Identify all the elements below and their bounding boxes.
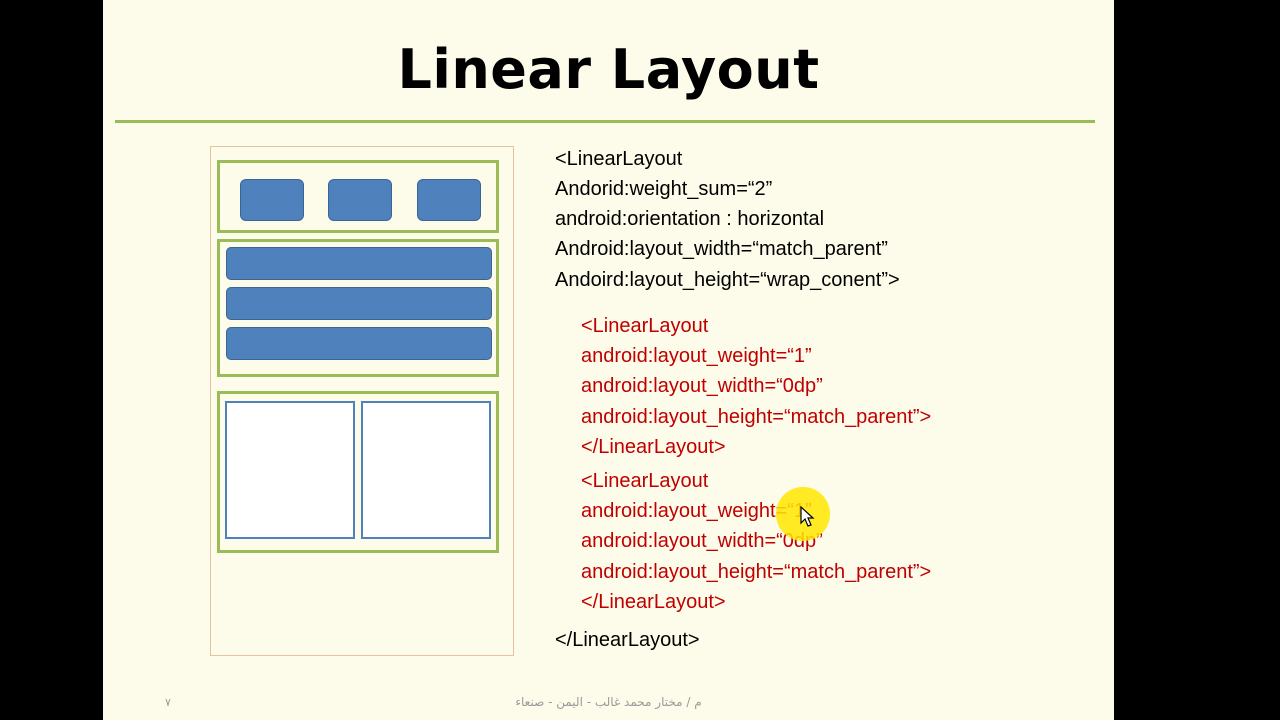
page-number: ٧ [165, 696, 171, 709]
row-vertical-bars [217, 239, 499, 377]
diagram-cell-right [361, 401, 491, 539]
slide-footer: م / مختار محمد غالب - اليمن - صنعاء [515, 695, 702, 709]
slide: Linear Layout <LinearLayout Andorid:weig… [103, 0, 1114, 720]
diagram-bar-3 [226, 327, 492, 360]
code-line: Android:layout_width=“match_parent” [555, 238, 888, 260]
code-line-nested: android:layout_width=“0dp” [581, 530, 823, 552]
diagram-bar-2 [226, 287, 492, 320]
code-line-nested: <LinearLayout [581, 315, 709, 337]
mouse-pointer-icon [800, 506, 815, 527]
code-line-nested: android:layout_height=“match_parent”> [581, 561, 932, 583]
diagram-button-2 [328, 179, 392, 221]
code-line: android:orientation : horizontal [555, 208, 825, 230]
layout-diagram [210, 146, 514, 656]
row-weighted-cells [217, 391, 499, 553]
row-horizontal-buttons [217, 160, 499, 233]
code-line-nested: android:layout_weight=“1” [581, 500, 812, 522]
code-line-nested: android:layout_width=“0dp” [581, 375, 823, 397]
code-line-closing: </LinearLayout> [555, 629, 700, 651]
code-line-nested: android:layout_weight=“1” [581, 345, 812, 367]
code-line: <LinearLayout [555, 148, 683, 170]
diagram-button-1 [240, 179, 304, 221]
code-line: Andoird:layout_height=“wrap_conent”> [555, 269, 900, 291]
code-line-nested: </LinearLayout> [581, 591, 726, 613]
diagram-button-3 [417, 179, 481, 221]
title-divider [115, 120, 1095, 123]
code-line: Andorid:weight_sum=“2” [555, 178, 773, 200]
slide-title: Linear Layout [397, 38, 820, 101]
code-line-nested: </LinearLayout> [581, 436, 726, 458]
diagram-bar-1 [226, 247, 492, 280]
code-line-nested: android:layout_height=“match_parent”> [581, 406, 932, 428]
code-line-nested: <LinearLayout [581, 470, 709, 492]
diagram-cell-left [225, 401, 355, 539]
